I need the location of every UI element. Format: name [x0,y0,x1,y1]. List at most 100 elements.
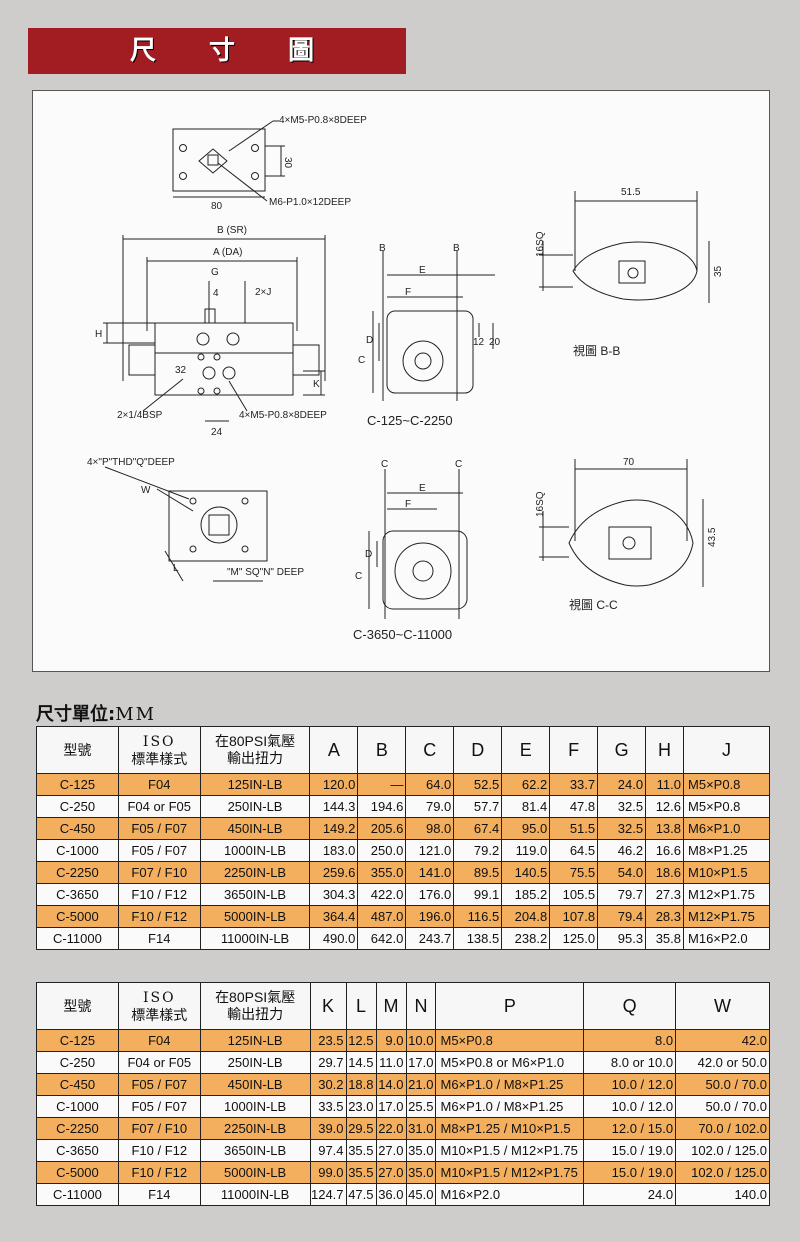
table-cell: 10.0 [405,1029,437,1052]
table-cell: 105.5 [549,883,599,906]
label-h: H [95,329,102,340]
header-col-b: B [357,726,407,774]
table-cell: F04 or F05 [117,795,201,818]
label-4: 4 [213,288,219,299]
table-cell: 31.0 [405,1117,437,1140]
table-cell: 3650IN-LB [199,1139,311,1162]
table-cell: 355.0 [357,861,407,884]
table-cell: 102.0 / 125.0 [675,1139,770,1162]
table-cell: C-250 [36,795,119,818]
table-cell: C-250 [36,1051,119,1074]
unit-value: MM [115,704,157,725]
table-cell: 24.0 [583,1183,677,1206]
table-cell: 11.0 [375,1051,407,1074]
side-view-small [372,251,495,401]
table-cell: F10 / F12 [117,883,201,906]
header-torque-line2: 輸出扭力 [227,750,284,766]
table-cell: F14 [117,927,201,950]
table-cell: F04 [117,773,201,796]
header-col-e: E [501,726,551,774]
table-cell: 79.4 [597,905,647,928]
header-col-a: A [309,726,359,774]
header-model: 型號 [36,982,119,1030]
table-cell: C-2250 [36,1117,119,1140]
label-b-sr: B (SR) [217,225,247,236]
label-c: C [358,355,365,366]
header-col-m: M [375,982,407,1030]
table-cell: 124.7 [309,1183,347,1206]
table-cell: 27.0 [375,1139,407,1162]
label-f: F [405,287,411,298]
table-cell: 11.0 [645,773,685,796]
table-cell: 102.0 / 125.0 [675,1161,770,1184]
header-col-k: K [309,982,347,1030]
table-cell: 487.0 [357,905,407,928]
table-cell: C-2250 [36,861,119,884]
table-cell: M16×P2.0 [683,927,770,950]
table-cell: 47.8 [549,795,599,818]
table-cell: 250IN-LB [199,795,311,818]
table-cell: 10.0 / 12.0 [583,1073,677,1096]
table-cell: 18.6 [645,861,685,884]
table-cell: 13.8 [645,817,685,840]
table-cell: 22.0 [375,1117,407,1140]
table-cell: 183.0 [309,839,359,862]
table-cell: 50.0 / 70.0 [675,1073,770,1096]
table-cell: 10.0 / 12.0 [583,1095,677,1118]
table-cell: 57.7 [453,795,503,818]
table-cell: M6×P1.0 / M8×P1.25 [435,1095,585,1118]
model-range-1: C-125~C-2250 [367,413,453,428]
table-cell: 62.2 [501,773,551,796]
label-35: 35 [713,265,724,277]
table-cell: 138.5 [453,927,503,950]
table-cell: 14.0 [375,1073,407,1096]
label-12: 12 [473,337,485,348]
table-cell: 16.6 [645,839,685,862]
front-body-view [103,235,326,422]
table-cell: 98.0 [405,817,455,840]
label-msqn: "M" SQ"N" DEEP [227,567,304,578]
table-cell: M5×P0.8 [435,1029,585,1052]
table-cell: 35.0 [405,1161,437,1184]
table-cell: 176.0 [405,883,455,906]
table-cell: C-450 [36,1073,119,1096]
label-g: G [211,267,219,278]
table-cell: 97.4 [309,1139,347,1162]
dimension-drawing: 4×M5-P0.8×8DEEP 30 80 M6-P1.0×12DEEP [32,90,770,672]
title-banner [28,28,406,74]
table-cell: 238.2 [501,927,551,950]
label-b-left: B [379,243,386,254]
header-iso-line2: 標準樣式 [131,750,188,767]
table-cell: 95.0 [501,817,551,840]
table-cell: 36.0 [375,1183,407,1206]
label-m5-holes: 4×M5-P0.8×8DEEP [279,115,367,126]
table-cell: 15.0 / 19.0 [583,1139,677,1162]
table-cell: 304.3 [309,883,359,906]
table-cell: 119.0 [501,839,551,862]
table-cell: 75.5 [549,861,599,884]
label-43-5: 43.5 [707,527,718,547]
page-title: 尺 寸 圖 [130,36,337,66]
header-torque-line1: 在80PSI氣壓 [215,989,296,1005]
table-cell: M10×P1.5 [683,861,770,884]
label-c-right: C [455,459,462,470]
table-cell: 196.0 [405,905,455,928]
table-cell: 17.0 [405,1051,437,1074]
label-pthd: 4×"P"THD"Q"DEEP [87,457,175,468]
label-b-right: B [453,243,460,254]
table-cell: 364.4 [309,905,359,928]
table-cell: 5000IN-LB [199,1161,311,1184]
table-cell: 3650IN-LB [199,883,311,906]
